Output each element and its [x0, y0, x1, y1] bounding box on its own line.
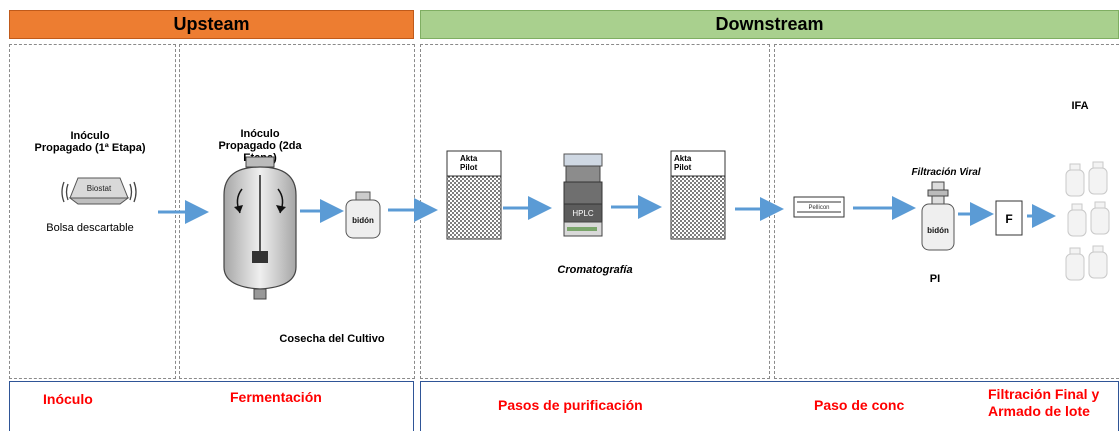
- stage1-caption: Bolsa descartable: [46, 222, 134, 234]
- stage1-title: Inóculo Propagado (1ª Etapa): [30, 130, 150, 154]
- bidon-container-icon: bidón: [345, 191, 381, 239]
- akta-column-2-icon: Akta Pilot: [670, 150, 726, 240]
- downstream-header: Downstream: [420, 10, 1119, 39]
- footer-final-line2: Armado de lote: [988, 403, 1090, 419]
- stage2-title-line1: Inóculo: [240, 128, 280, 140]
- pi-label: PI: [929, 273, 941, 285]
- akta2-line1: Akta: [674, 154, 692, 163]
- bidon-label: bidón: [352, 216, 374, 225]
- filter-letter: F: [1005, 212, 1012, 226]
- upstream-header: Upsteam: [9, 10, 414, 39]
- stage2-caption: Cosecha del Cultivo: [279, 333, 385, 345]
- biostat-bag-icon: Biostat: [61, 177, 137, 205]
- hplc-instrument-icon: HPLC: [563, 153, 603, 237]
- akta1-line1: Akta: [460, 154, 478, 163]
- footer-purificacion: Pasos de purificación: [498, 397, 643, 413]
- footer-upstream-box: [9, 381, 414, 431]
- akta1-line2: Pilot: [460, 163, 478, 172]
- bidon2-label: bidón: [927, 226, 949, 235]
- fermenter-icon: [223, 156, 297, 300]
- ifa-label: IFA: [1071, 100, 1089, 112]
- biostat-label: Biostat: [87, 184, 112, 193]
- upstream-header-label: Upsteam: [173, 14, 250, 34]
- footer-inoculo: Inóculo: [43, 391, 93, 407]
- footer-final: Filtración Final y Armado de lote: [988, 386, 1099, 420]
- footer-fermentacion: Fermentación: [230, 389, 322, 405]
- downstream-header-label: Downstream: [715, 14, 824, 34]
- pellicon-filter-icon: Pellicon: [793, 196, 845, 218]
- akta2-line2: Pilot: [674, 163, 692, 172]
- stage1-title-line1: Inóculo: [70, 130, 110, 142]
- pellicon-label: Pellicon: [808, 205, 829, 211]
- viral-filtration-label: Filtración Viral: [911, 167, 981, 178]
- ifa-vials-icon: [1065, 161, 1110, 281]
- final-filter-icon: F: [995, 200, 1023, 236]
- stage1-title-line2: Propagado (1ª Etapa): [34, 142, 146, 154]
- footer-conc: Paso de conc: [814, 397, 905, 413]
- hplc-label: HPLC: [572, 209, 594, 218]
- footer-final-line1: Filtración Final y: [988, 386, 1100, 402]
- akta-column-1-icon: Akta Pilot: [446, 150, 502, 240]
- stage3-caption: Cromatografía: [557, 264, 633, 276]
- viral-filter-bidon-icon: bidón: [921, 181, 955, 251]
